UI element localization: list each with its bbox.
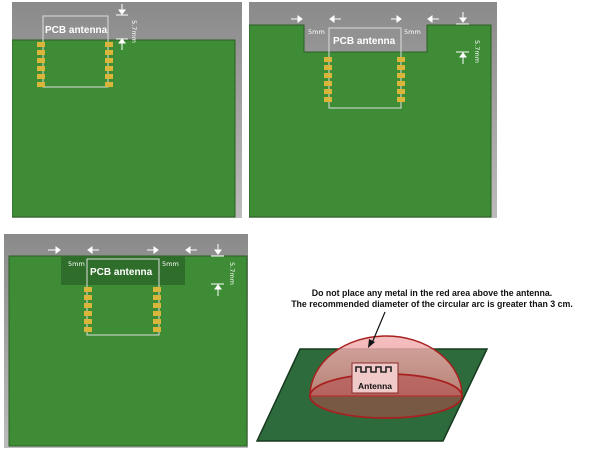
board-illustration-1: PCB antenna 5.7mm: [12, 2, 242, 218]
vertical-dimension-arrows: [211, 244, 224, 296]
vertical-dimension-arrows: [116, 4, 128, 50]
pcb-board: [12, 39, 236, 218]
dim-left-label: 5mm: [308, 28, 325, 36]
dim-left-label: 5mm: [68, 260, 85, 268]
keepout-caption: Do not place any metal in the red area a…: [250, 288, 614, 310]
dim-vertical-label: 5.7mm: [473, 40, 481, 63]
board-panel-2: PCB antenna 5mm 5mm 5.7mm: [249, 2, 497, 218]
keepout-dome-diagram: Antenna: [255, 310, 495, 445]
board-illustration-3: PCB antenna 5mm 5mm 5.7mm: [4, 234, 248, 448]
caption-line-2: The recommended diameter of the circular…: [291, 299, 573, 309]
pad-column-left: [324, 57, 332, 102]
pcb-board-with-cutout: [249, 24, 492, 218]
pad-column-right: [397, 57, 405, 102]
pad-column-right: [153, 287, 161, 332]
dim-right-label: 5mm: [162, 260, 179, 268]
horizontal-dimension-arrows: [291, 15, 439, 23]
pad-column-left: [37, 42, 45, 87]
caption-line-1: Do not place any metal in the red area a…: [311, 288, 553, 298]
pad-column-right: [105, 42, 113, 87]
horizontal-dimension-arrows: [48, 246, 197, 254]
antenna-label: PCB antenna: [333, 36, 396, 47]
pad-column-left: [84, 287, 92, 332]
board-panel-1: PCB antenna 5.7mm: [12, 2, 242, 218]
antenna-label: PCB antenna: [90, 267, 153, 278]
board-panel-3: PCB antenna 5mm 5mm 5.7mm: [4, 234, 248, 448]
dim-vertical-label: 5.7mm: [228, 262, 236, 285]
meander-antenna-icon: [355, 366, 392, 373]
antenna-keepout-region: [61, 256, 185, 285]
vertical-dimension-arrows: [456, 12, 469, 64]
dome-illustration: Antenna: [255, 311, 489, 442]
dim-right-label: 5mm: [404, 28, 421, 36]
antenna-label: PCB antenna: [45, 25, 108, 36]
board-illustration-2: PCB antenna 5mm 5mm 5.7mm: [249, 2, 497, 218]
arrow-pointer-icon: [368, 311, 386, 348]
dim-vertical-label: 5.7mm: [130, 20, 138, 43]
pcb-board: [8, 255, 248, 447]
antenna-module-label: Antenna: [358, 381, 392, 391]
